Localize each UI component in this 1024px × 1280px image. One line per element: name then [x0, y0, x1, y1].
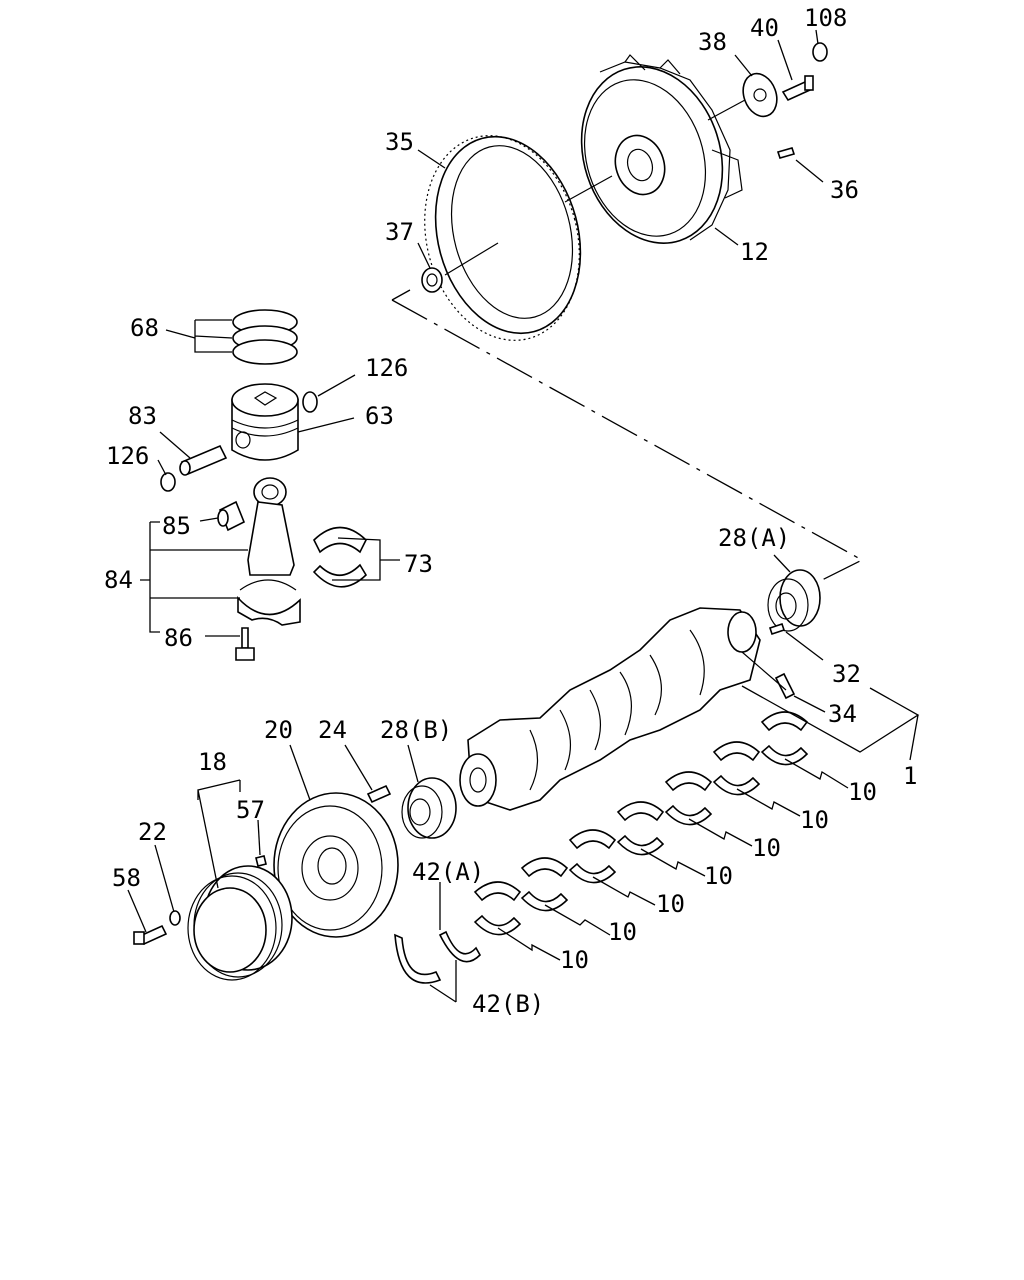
label-10-f: 10: [800, 806, 829, 834]
damper-18[interactable]: [187, 865, 293, 981]
label-57: 57: [236, 796, 265, 824]
label-22: 22: [138, 818, 167, 846]
flywheel-12[interactable]: [560, 48, 745, 261]
label-126-upper: 126: [365, 354, 408, 382]
washer-22[interactable]: [169, 910, 181, 926]
leader-lines: [127, 29, 920, 1003]
label-18: 18: [198, 748, 227, 776]
thrust-washer-42b[interactable]: [394, 933, 442, 984]
piston-63[interactable]: [231, 383, 299, 461]
label-36: 36: [830, 176, 859, 204]
bushing-85[interactable]: [217, 500, 246, 532]
piston-rings-68[interactable]: [232, 309, 298, 365]
label-1: 1: [903, 762, 917, 790]
label-84: 84: [104, 566, 133, 594]
label-34: 34: [828, 700, 857, 728]
label-10-b: 10: [608, 918, 637, 946]
label-73: 73: [404, 550, 433, 578]
o-ring-108[interactable]: [812, 42, 828, 62]
main-bearings-10[interactable]: [473, 711, 809, 936]
piston-pin-83[interactable]: [179, 444, 228, 476]
pin-36[interactable]: [776, 147, 796, 159]
label-40: 40: [750, 14, 779, 42]
pin-34[interactable]: [774, 672, 796, 700]
bolt-40[interactable]: [781, 75, 814, 102]
label-42a: 42(A): [412, 858, 484, 886]
label-85: 85: [162, 512, 191, 540]
label-12: 12: [740, 238, 769, 266]
pin-57[interactable]: [255, 855, 267, 867]
label-10-e: 10: [752, 834, 781, 862]
plate-38[interactable]: [737, 69, 782, 121]
timing-gear-28a[interactable]: [767, 569, 821, 632]
label-83: 83: [128, 402, 157, 430]
callout-labels: 108 38 40 35 36 37 12 68 126 63 83 126 8…: [104, 4, 917, 1018]
label-24: 24: [318, 716, 347, 744]
label-10-d: 10: [704, 862, 733, 890]
key-32[interactable]: [768, 622, 786, 636]
ring-gear-35[interactable]: [403, 118, 602, 358]
connecting-rod-84[interactable]: [237, 477, 301, 626]
label-68: 68: [130, 314, 159, 342]
label-28a: 28(A): [718, 524, 790, 552]
label-10-c: 10: [656, 890, 685, 918]
bolt-58[interactable]: [133, 924, 168, 946]
snap-ring-126-lower[interactable]: [160, 472, 176, 492]
label-10-a: 10: [560, 946, 589, 974]
rod-bearing-73[interactable]: [312, 526, 368, 588]
label-63: 63: [365, 402, 394, 430]
label-38: 38: [698, 28, 727, 56]
label-108: 108: [804, 4, 847, 32]
bolt-24[interactable]: [366, 784, 392, 804]
pulley-20[interactable]: [273, 792, 399, 938]
crankshaft-1[interactable]: [459, 607, 761, 811]
label-37: 37: [385, 218, 414, 246]
label-28b: 28(B): [380, 716, 452, 744]
crankshaft-gear-28b[interactable]: [401, 777, 457, 839]
label-35: 35: [385, 128, 414, 156]
label-58: 58: [112, 864, 141, 892]
label-10-g: 10: [848, 778, 877, 806]
label-42b: 42(B): [472, 990, 544, 1018]
thrust-washer-42a[interactable]: [438, 930, 481, 963]
label-20: 20: [264, 716, 293, 744]
pilot-bearing-37[interactable]: [421, 267, 443, 293]
label-86: 86: [164, 624, 193, 652]
label-126-lower: 126: [106, 442, 149, 470]
label-32: 32: [832, 660, 861, 688]
connecting-rod-bolt-86[interactable]: [235, 627, 255, 661]
snap-ring-126-upper[interactable]: [302, 391, 318, 413]
